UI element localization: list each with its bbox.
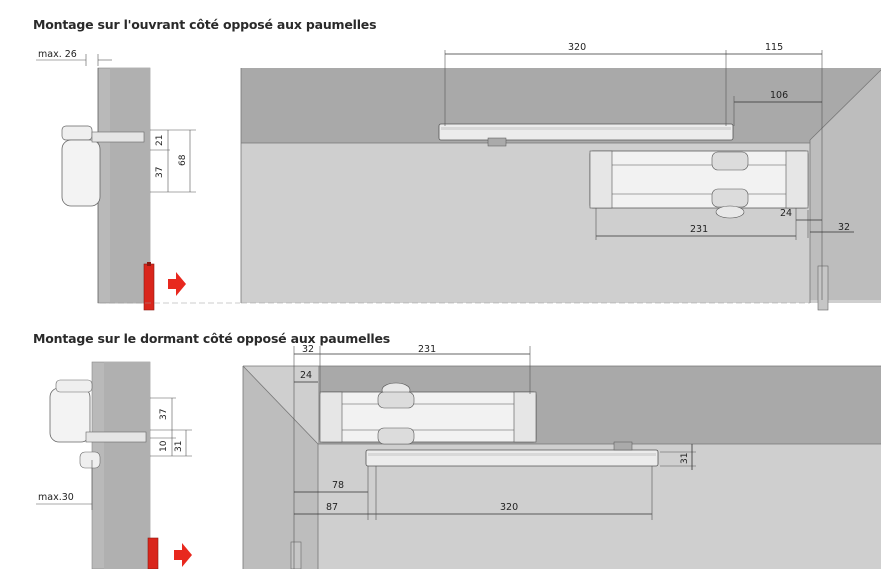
top-side-view: max. 26 21 37 68 [36,49,240,311]
bottom-side-dim-10: 10 [159,440,169,452]
top-side-max-label: max. 26 [38,49,77,60]
bottom-main-view: 32 231 24 31 78 87 320 [242,344,881,569]
bottom-side-dim-31: 31 [174,441,184,452]
top-side-dim-21: 21 [155,135,165,146]
bottom-dim-24: 24 [300,370,312,381]
top-main-view: 320 115 106 24 231 32 [240,42,881,311]
bottom-dim-78: 78 [332,480,344,491]
bottom-section-title: Montage sur le dormant côté opposé aux p… [33,331,391,346]
top-section-title: Montage sur l'ouvrant côté opposé aux pa… [33,17,377,32]
red-arrow-icon [168,272,186,296]
top-side-dim-37: 37 [155,167,165,178]
top-dim-32: 32 [838,222,850,233]
bottom-dim-231: 231 [418,344,436,355]
bottom-side-view: max.30 37 10 31 [36,361,192,569]
top-dim-320: 320 [568,42,586,53]
top-dim-231: 231 [690,224,708,235]
top-dim-24: 24 [780,208,792,219]
bottom-side-dim-37: 37 [159,409,169,420]
bottom-dim-31: 31 [680,453,690,464]
top-side-dim-68: 68 [178,154,188,166]
bottom-dim-87: 87 [326,502,338,513]
bottom-side-max-label: max.30 [38,492,74,503]
red-arrow-icon-bottom [174,543,192,567]
top-dim-106: 106 [770,90,788,101]
top-dim-115: 115 [765,42,783,53]
bottom-dim-320: 320 [500,502,518,513]
bottom-dim-32: 32 [302,344,314,355]
